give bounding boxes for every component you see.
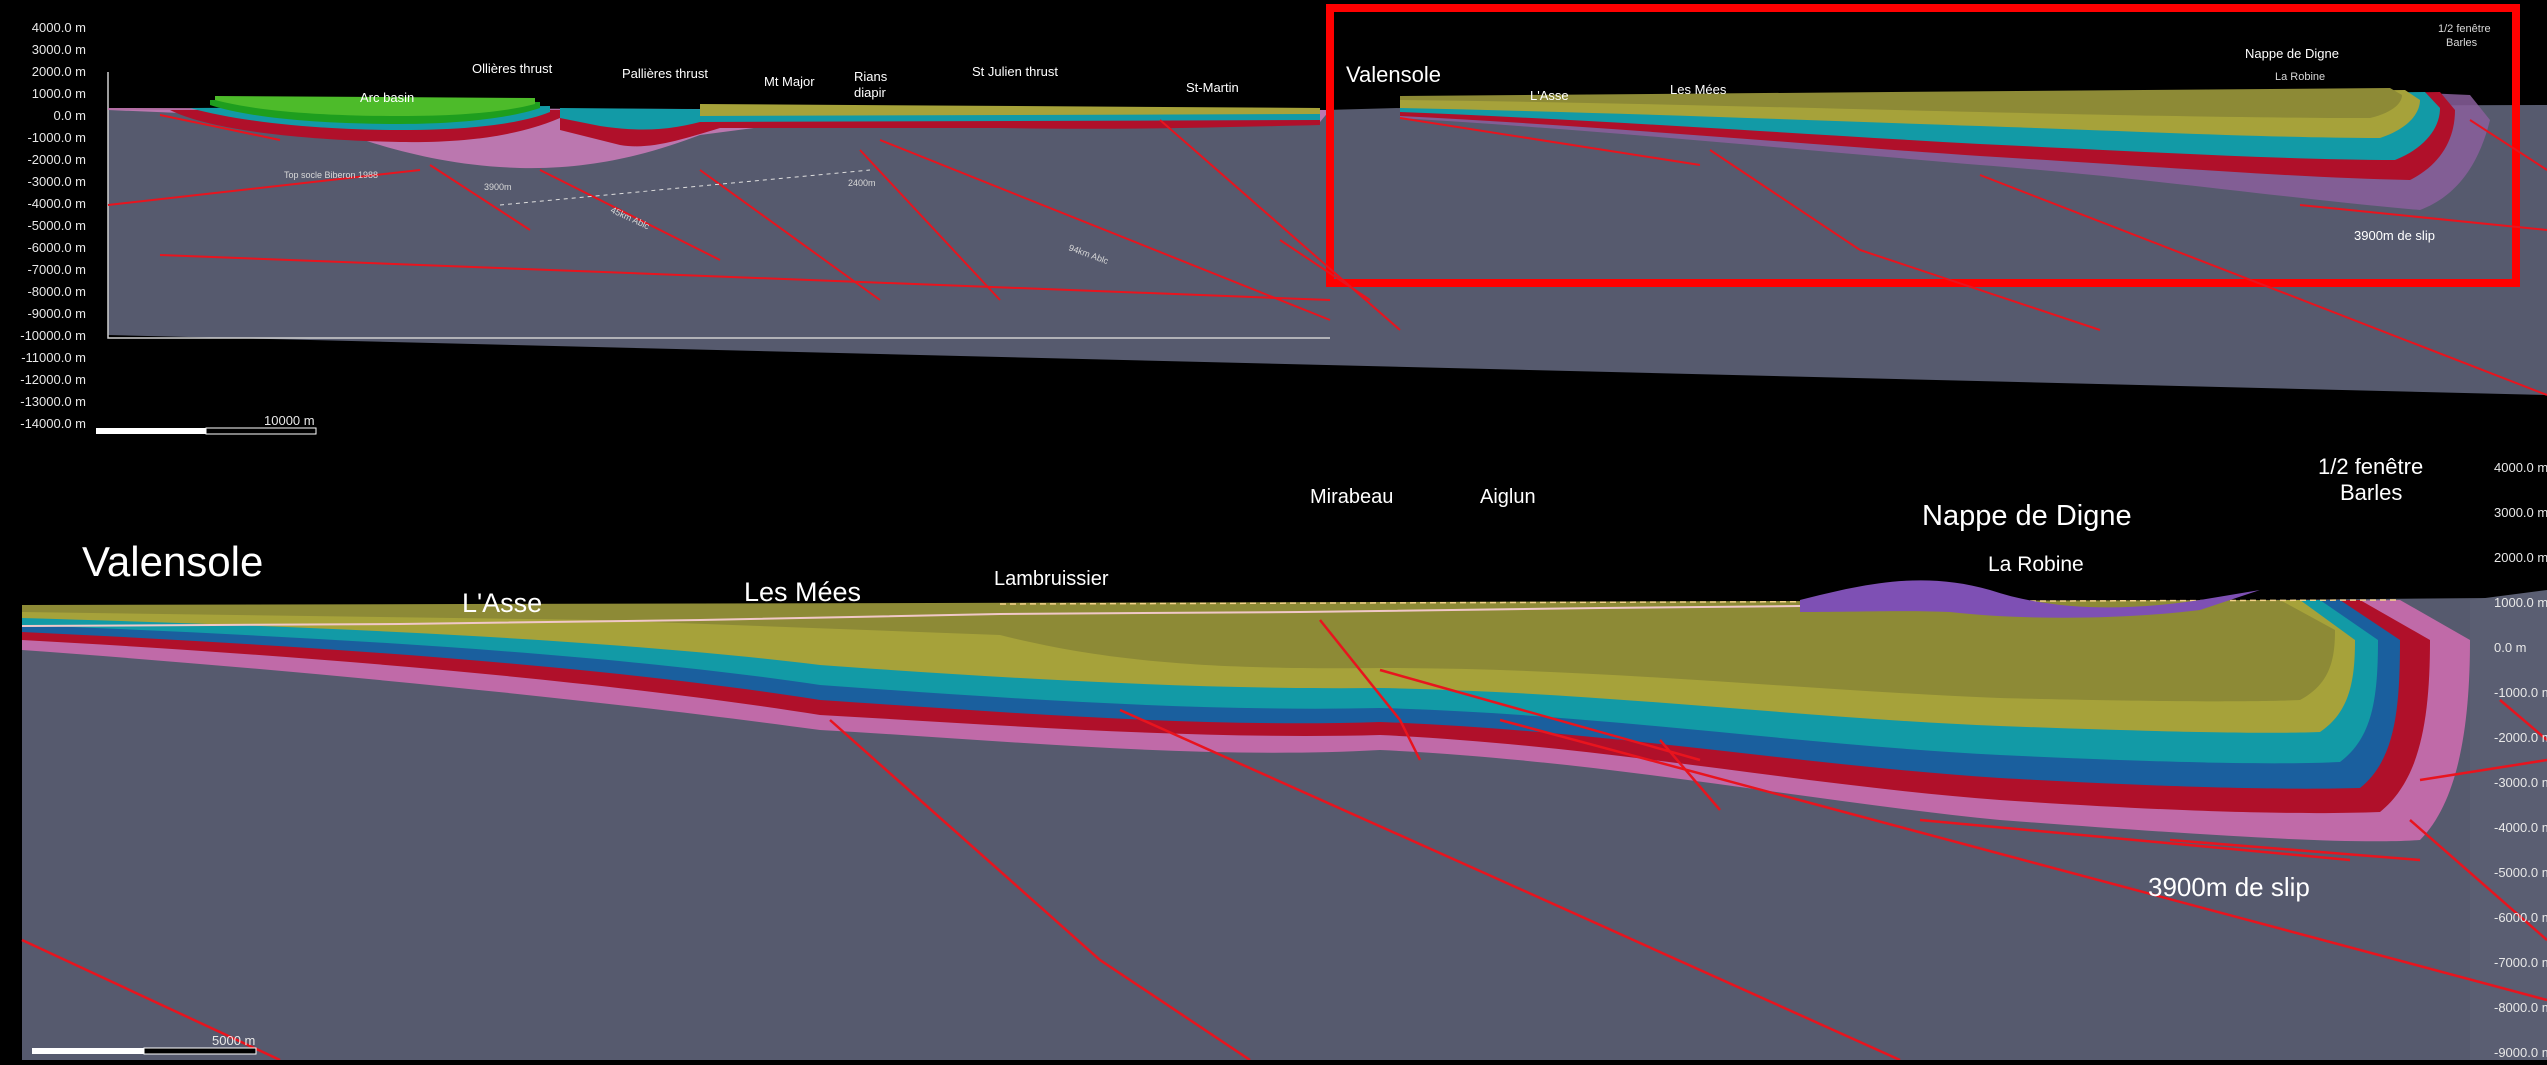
top-scale-bar: 10000 m (96, 413, 317, 435)
tick-label: -2000.0 m (2494, 730, 2547, 745)
label-la-robine: La Robine (1988, 553, 2084, 576)
tick-label: -13000.0 m (20, 394, 86, 409)
label-asse: L'Asse (462, 588, 542, 618)
label-3900m: 3900m (484, 182, 512, 192)
tick-label: 0.0 m (2494, 640, 2527, 655)
label-lambruissier: Lambruissier (994, 568, 1109, 590)
bottom-olive-layer (22, 600, 2335, 702)
tick-label: 3000.0 m (2494, 505, 2547, 520)
tick-label: -4000.0 m (2494, 820, 2547, 835)
label-2400m: 2400m (848, 178, 876, 188)
scale-bar-label: 10000 m (264, 413, 315, 428)
label-mees: Les Mées (744, 577, 861, 607)
label-valensole: Valensole (1346, 62, 1441, 87)
tick-label: -1000.0 m (2494, 685, 2547, 700)
top-faults (107, 114, 2547, 396)
tick-label: 4000.0 m (2494, 460, 2547, 475)
bottom-y-axis: 4000.0 m 3000.0 m 2000.0 m 1000.0 m 0.0 … (2494, 460, 2547, 1060)
label-arc-basin: Arc basin (360, 90, 414, 105)
top-yellow-layer-mid (700, 104, 1320, 116)
label-nappe-digne: Nappe de Digne (2245, 46, 2339, 61)
top-green-layer-light (215, 96, 535, 116)
bottom-basement-right (2470, 590, 2547, 1060)
label-rians: Rians (854, 69, 888, 84)
label-ollieres-thrust: Ollières thrust (472, 61, 553, 76)
bottom-panel: 4000.0 m 3000.0 m 2000.0 m 1000.0 m 0.0 … (21, 454, 2547, 1062)
label-barles: Barles (2446, 37, 2478, 49)
label-fenetre: 1/2 fenêtre (2438, 23, 2491, 35)
label-asse: L'Asse (1530, 88, 1569, 103)
top-panel: 4000.0 m 3000.0 m 2000.0 m 1000.0 m 0.0 … (20, 4, 2547, 435)
tick-label: -1000.0 m (27, 130, 86, 145)
bottom-topography (21, 599, 2001, 627)
tick-label: -7000.0 m (2494, 955, 2547, 970)
top-dashed-line (499, 169, 871, 206)
tick-label: 1000.0 m (32, 86, 86, 101)
tick-label: -11000.0 m (21, 350, 86, 365)
label-barles: Barles (2340, 480, 2402, 505)
label-st-martin: St-Martin (1186, 80, 1239, 95)
label-nappe-digne: Nappe de Digne (1922, 500, 2132, 532)
tick-label: -14000.0 m (20, 416, 86, 431)
tick-label: -4000.0 m (27, 196, 86, 211)
label-diapir: diapir (854, 85, 886, 100)
label-fenetre: 1/2 fenêtre (2318, 454, 2423, 479)
tick-label: -6000.0 m (27, 240, 86, 255)
tick-label: -5000.0 m (27, 218, 86, 233)
tick-label: -2000.0 m (27, 152, 86, 167)
tick-label: -7000.0 m (27, 262, 86, 277)
tick-label: 2000.0 m (32, 64, 86, 79)
label-st-julien-thrust: St Julien thrust (972, 64, 1058, 79)
label-mirabeau: Mirabeau (1310, 486, 1393, 508)
bottom-faults (21, 619, 2547, 1062)
tick-label: 1000.0 m (2494, 595, 2547, 610)
tick-label: 0.0 m (53, 108, 86, 123)
label-slip: 3900m de slip (2354, 228, 2435, 243)
tick-label: -5000.0 m (2494, 865, 2547, 880)
bottom-place-labels: Valensole L'Asse Les Mées Lambruissier M… (82, 454, 2423, 902)
label-slip: 3900m de slip (2148, 872, 2310, 902)
top-y-axis: 4000.0 m 3000.0 m 2000.0 m 1000.0 m 0.0 … (20, 20, 86, 431)
label-mees: Les Mées (1670, 82, 1727, 97)
label-la-robine: La Robine (2275, 71, 2325, 83)
tick-label: -10000.0 m (20, 328, 86, 343)
top-place-labels: Arc basin Ollières thrust Pallières thru… (284, 23, 2491, 266)
bottom-scale-bar: 5000 m (32, 1033, 257, 1055)
tick-label: 4000.0 m (32, 20, 86, 35)
bottom-datum-dashed (999, 599, 2401, 605)
label-top-socle: Top socle Biberon 1988 (284, 170, 378, 180)
tick-label: -9000.0 m (2494, 1045, 2547, 1060)
tick-label: -3000.0 m (2494, 775, 2547, 790)
tick-label: -6000.0 m (2494, 910, 2547, 925)
tick-label: 3000.0 m (32, 42, 86, 57)
label-mt-major: Mt Major (764, 74, 815, 89)
tick-label: -12000.0 m (20, 372, 86, 387)
label-pallieres-thrust: Pallières thrust (622, 66, 708, 81)
scale-bar-label: 5000 m (212, 1033, 255, 1048)
label-aiglun: Aiglun (1480, 486, 1536, 508)
tick-label: -8000.0 m (27, 284, 86, 299)
tick-label: -9000.0 m (27, 306, 86, 321)
tick-label: 2000.0 m (2494, 550, 2547, 565)
bottom-digne-nappe (1800, 580, 2260, 618)
top-frame (107, 72, 1330, 339)
tick-label: -3000.0 m (27, 174, 86, 189)
label-valensole: Valensole (82, 538, 263, 585)
tick-label: -8000.0 m (2494, 1000, 2547, 1015)
highlight-box (1326, 4, 2520, 287)
top-olive-layer-right (1400, 88, 2402, 118)
